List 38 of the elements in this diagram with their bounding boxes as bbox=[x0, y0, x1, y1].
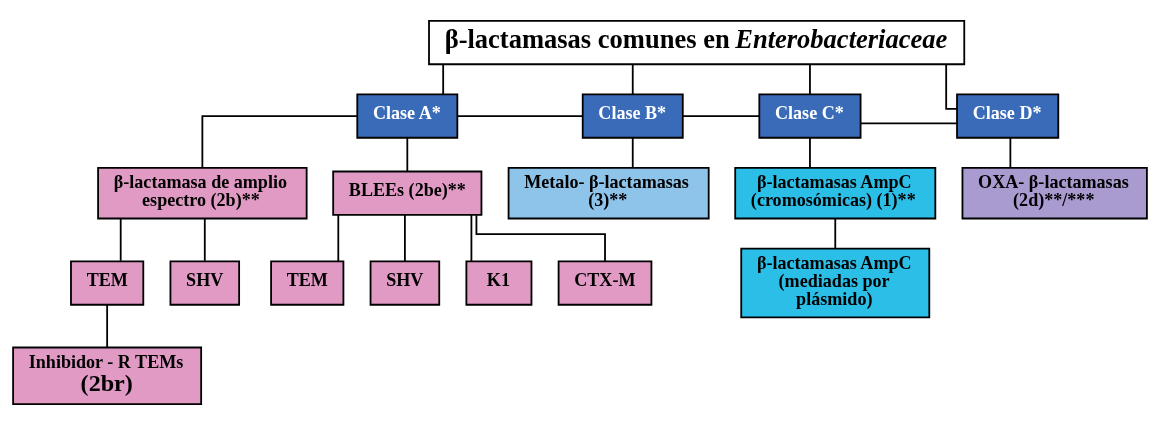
connector bbox=[859, 122, 958, 125]
node-box: CTX-M bbox=[557, 260, 653, 306]
connector bbox=[456, 115, 584, 117]
connector bbox=[475, 214, 606, 262]
connector bbox=[442, 63, 445, 95]
connector bbox=[631, 63, 634, 95]
connector bbox=[337, 214, 340, 263]
connector bbox=[682, 115, 761, 117]
connector bbox=[1009, 137, 1012, 169]
node-box: Inhibidor - R TEMs (2br) bbox=[12, 346, 203, 406]
connector bbox=[203, 217, 206, 262]
node-box: β-lactamasas AmpC (cromosómicas) (1)** bbox=[734, 167, 937, 220]
connector bbox=[201, 115, 359, 169]
connector bbox=[404, 214, 406, 263]
connector bbox=[631, 137, 634, 169]
node-box: SHV bbox=[369, 260, 441, 306]
node-box: SHV bbox=[169, 260, 241, 306]
node-box: Clase A* bbox=[356, 93, 459, 139]
node-box: β-lactamasas AmpC (mediadas por plásmido) bbox=[740, 247, 931, 319]
node-box: Clase C* bbox=[758, 93, 862, 139]
connector bbox=[106, 304, 109, 349]
node-box: TEM bbox=[270, 260, 345, 306]
node-box: β-lactamasas comunes en Enterobacteriaceae bbox=[428, 19, 966, 66]
node-box: OXA- β-lactamasas (2d)**/*** bbox=[961, 167, 1148, 220]
connector bbox=[470, 214, 473, 263]
connector bbox=[119, 217, 122, 262]
node-box: Clase B* bbox=[581, 93, 684, 139]
connector bbox=[809, 63, 811, 95]
connector bbox=[834, 217, 837, 250]
connector bbox=[945, 63, 958, 110]
node-box: β-lactamasa de amplio espectro (2b)** bbox=[97, 167, 308, 220]
node-box: Metalo- β-lactamasas (3)** bbox=[507, 167, 710, 220]
node-box: BLEEs (2be)** bbox=[332, 170, 483, 216]
node-box: K1 bbox=[465, 260, 533, 306]
connector bbox=[809, 137, 811, 169]
node-box: TEM bbox=[70, 260, 145, 306]
connector bbox=[406, 137, 409, 172]
node-box: Clase D* bbox=[956, 93, 1060, 139]
